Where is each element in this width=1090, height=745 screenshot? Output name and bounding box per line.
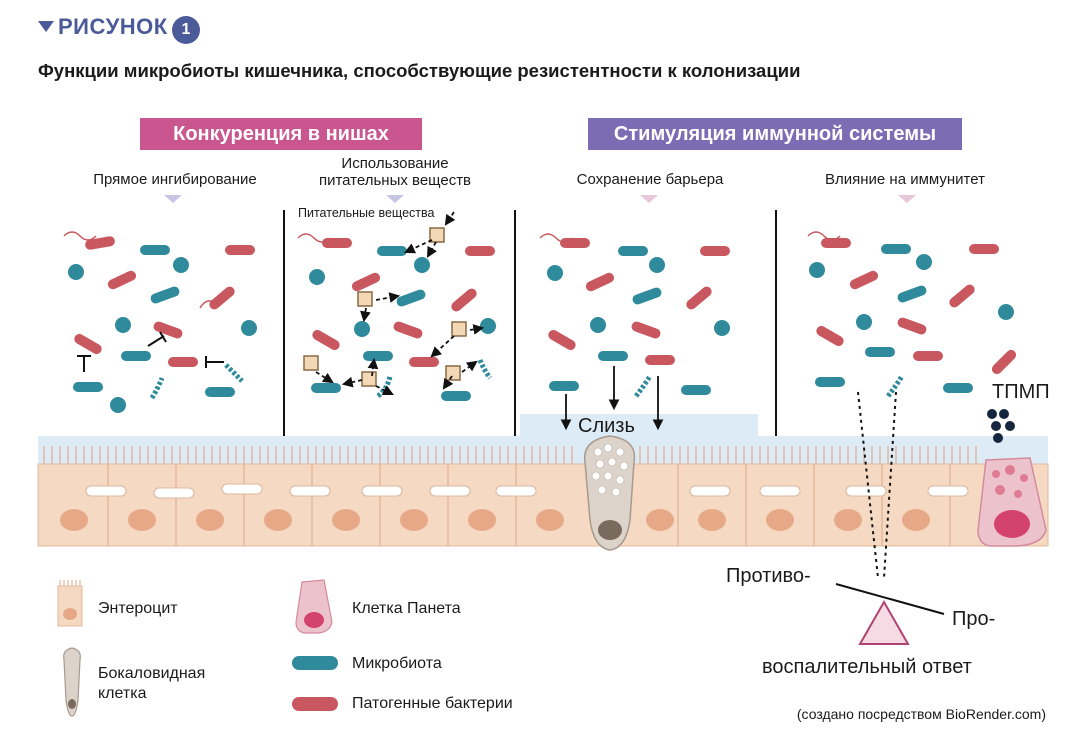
paneth-cell: [977, 457, 1047, 547]
caption-direct-inhibition: Прямое ингибирование: [93, 171, 257, 188]
caption-nutrient-use-line2: питательных веществ: [318, 172, 472, 189]
pointer-immune: [898, 195, 916, 203]
label-anti: Противо-: [726, 565, 811, 587]
caption-immune-influence: Влияние на иммунитет: [825, 171, 985, 188]
legend-paneth-cell: Клетка Панета: [352, 600, 461, 617]
panel-direct-inhibition-bacteria: [63, 231, 257, 413]
paneth-cell-icon: [295, 579, 333, 634]
pointer-nutrient-use: [386, 195, 404, 203]
banner-immune-stimulation: Стимуляция иммунной системы: [588, 118, 962, 150]
legend-goblet-cell: Бокаловидная клетка: [98, 664, 205, 704]
enterocyte-icon: [57, 580, 83, 627]
label-amp: ТПМП: [992, 381, 1050, 403]
pathogen-icon: [292, 697, 338, 711]
caption-nutrient-use: Использование питательных веществ: [290, 155, 500, 189]
caption-nutrient-use-line1: Использование: [341, 155, 449, 172]
seesaw-beam: [835, 583, 945, 615]
credit-text: (создано посредством BioRender.com): [796, 706, 1046, 722]
panel-nutrient-use-bacteria: [297, 211, 496, 401]
caption-pointers: [164, 195, 916, 203]
epithelium: [37, 446, 1049, 547]
triangle-icon: [38, 21, 54, 32]
panel-barrier-bacteria: [539, 233, 730, 431]
label-inflammatory-response: воспалительный ответ: [762, 656, 972, 678]
microbiota-icon: [292, 656, 338, 670]
pointer-direct-inhibition: [164, 195, 182, 203]
legend-microbiota: Микробиота: [352, 655, 442, 672]
panel-dividers: [283, 210, 777, 436]
figure-label: РИСУНОК: [38, 14, 168, 40]
label-mucus: Слизь: [578, 415, 635, 437]
figure-number-badge: 1: [172, 16, 200, 44]
goblet-cell: [583, 435, 636, 551]
label-pro: Про-: [952, 608, 996, 630]
amp-particles: [987, 409, 1015, 443]
nutrient-boxes: [303, 227, 467, 387]
figure-label-text: РИСУНОК: [58, 14, 168, 39]
goblet-cell-icon: [63, 647, 81, 717]
mucus-thick: [520, 414, 758, 438]
legend-pathogenic-bacteria: Патогенные бактерии: [352, 695, 513, 712]
caption-barrier-maintenance: Сохранение барьера: [576, 171, 724, 188]
legend-icons: [57, 579, 338, 717]
pointer-barrier: [640, 195, 658, 203]
seesaw-fulcrum: [858, 599, 910, 645]
banner-niche-competition: Конкуренция в нишах: [140, 118, 422, 150]
panel-immune-bacteria: [807, 231, 1019, 645]
figure-title: Функции микробиоты кишечника, способству…: [38, 60, 801, 81]
legend-goblet-cell-line2: клетка: [98, 685, 147, 702]
label-nutrients: Питательные вещества: [298, 206, 435, 220]
legend-goblet-cell-line1: Бокаловидная: [98, 665, 206, 682]
legend-enterocyte: Энтероцит: [98, 600, 178, 617]
